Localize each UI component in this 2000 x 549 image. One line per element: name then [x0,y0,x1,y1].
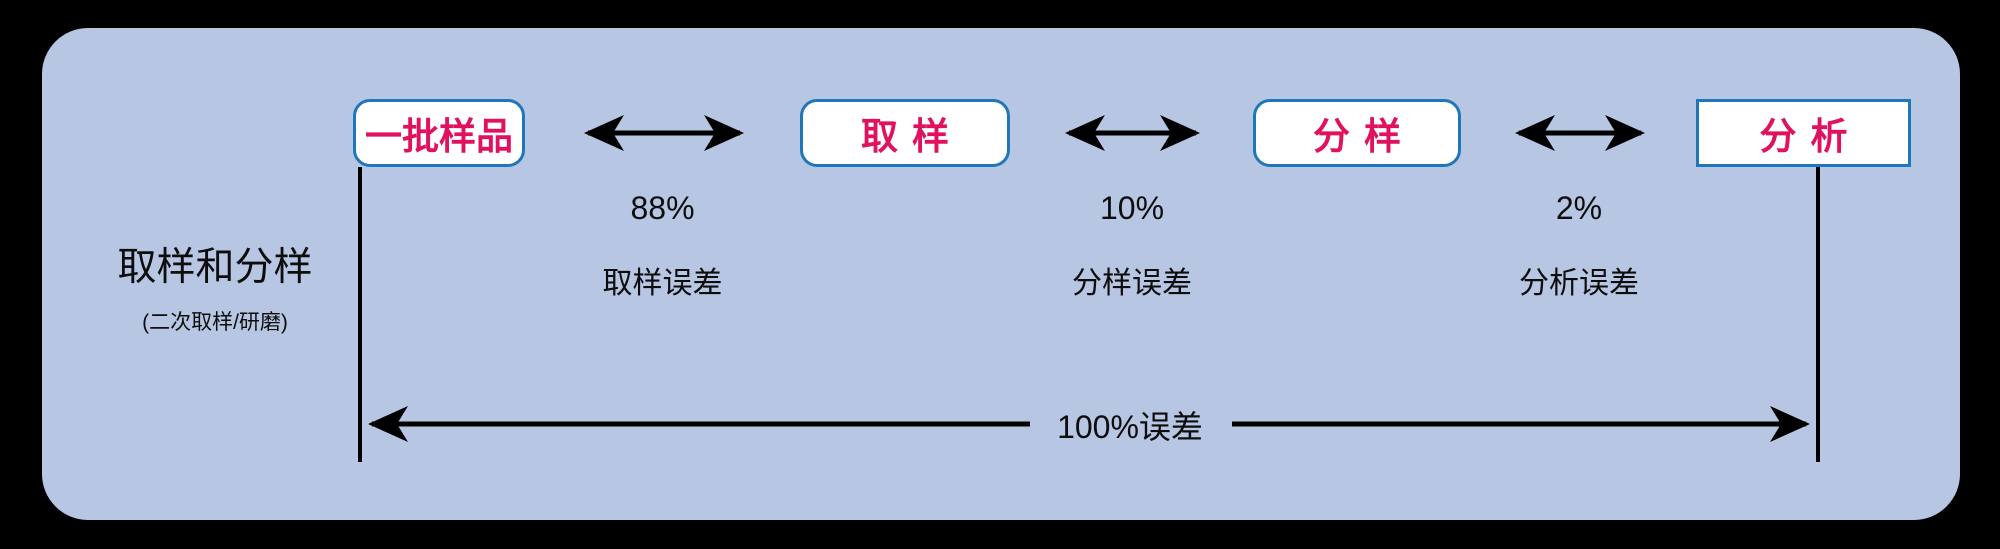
stage-node-label: 取样 [860,116,964,157]
stage-node-analysis[interactable]: 分析 [1696,99,1911,167]
stage-node-sampling[interactable]: 取样 [800,99,1010,167]
stage-node-label: 分样 [1312,116,1416,157]
stage-node-batch[interactable]: 一批样品 [353,99,525,167]
gap-error-label-0: 取样误差 [602,267,723,300]
stage-node-label: 分析 [1759,116,1862,157]
gap-error-label-2: 分析误差 [1519,267,1639,300]
gap-error-label-1: 分样误差 [1072,267,1192,300]
gap-percent-2: 2% [1555,190,1603,226]
heading-block: 取样和分样 (二次取样/研磨) [60,245,370,336]
page-title: 取样和分样 [117,246,313,289]
gap-percent-1: 10% [1099,190,1165,226]
stage-node-label: 一批样品 [365,116,513,157]
stage-node-subsampling[interactable]: 分样 [1253,99,1461,167]
total-error-label: 100%误差 [1030,402,1230,448]
gap-percent-0: 88% [630,190,695,226]
page-subtitle: (二次取样/研磨) [142,311,288,335]
